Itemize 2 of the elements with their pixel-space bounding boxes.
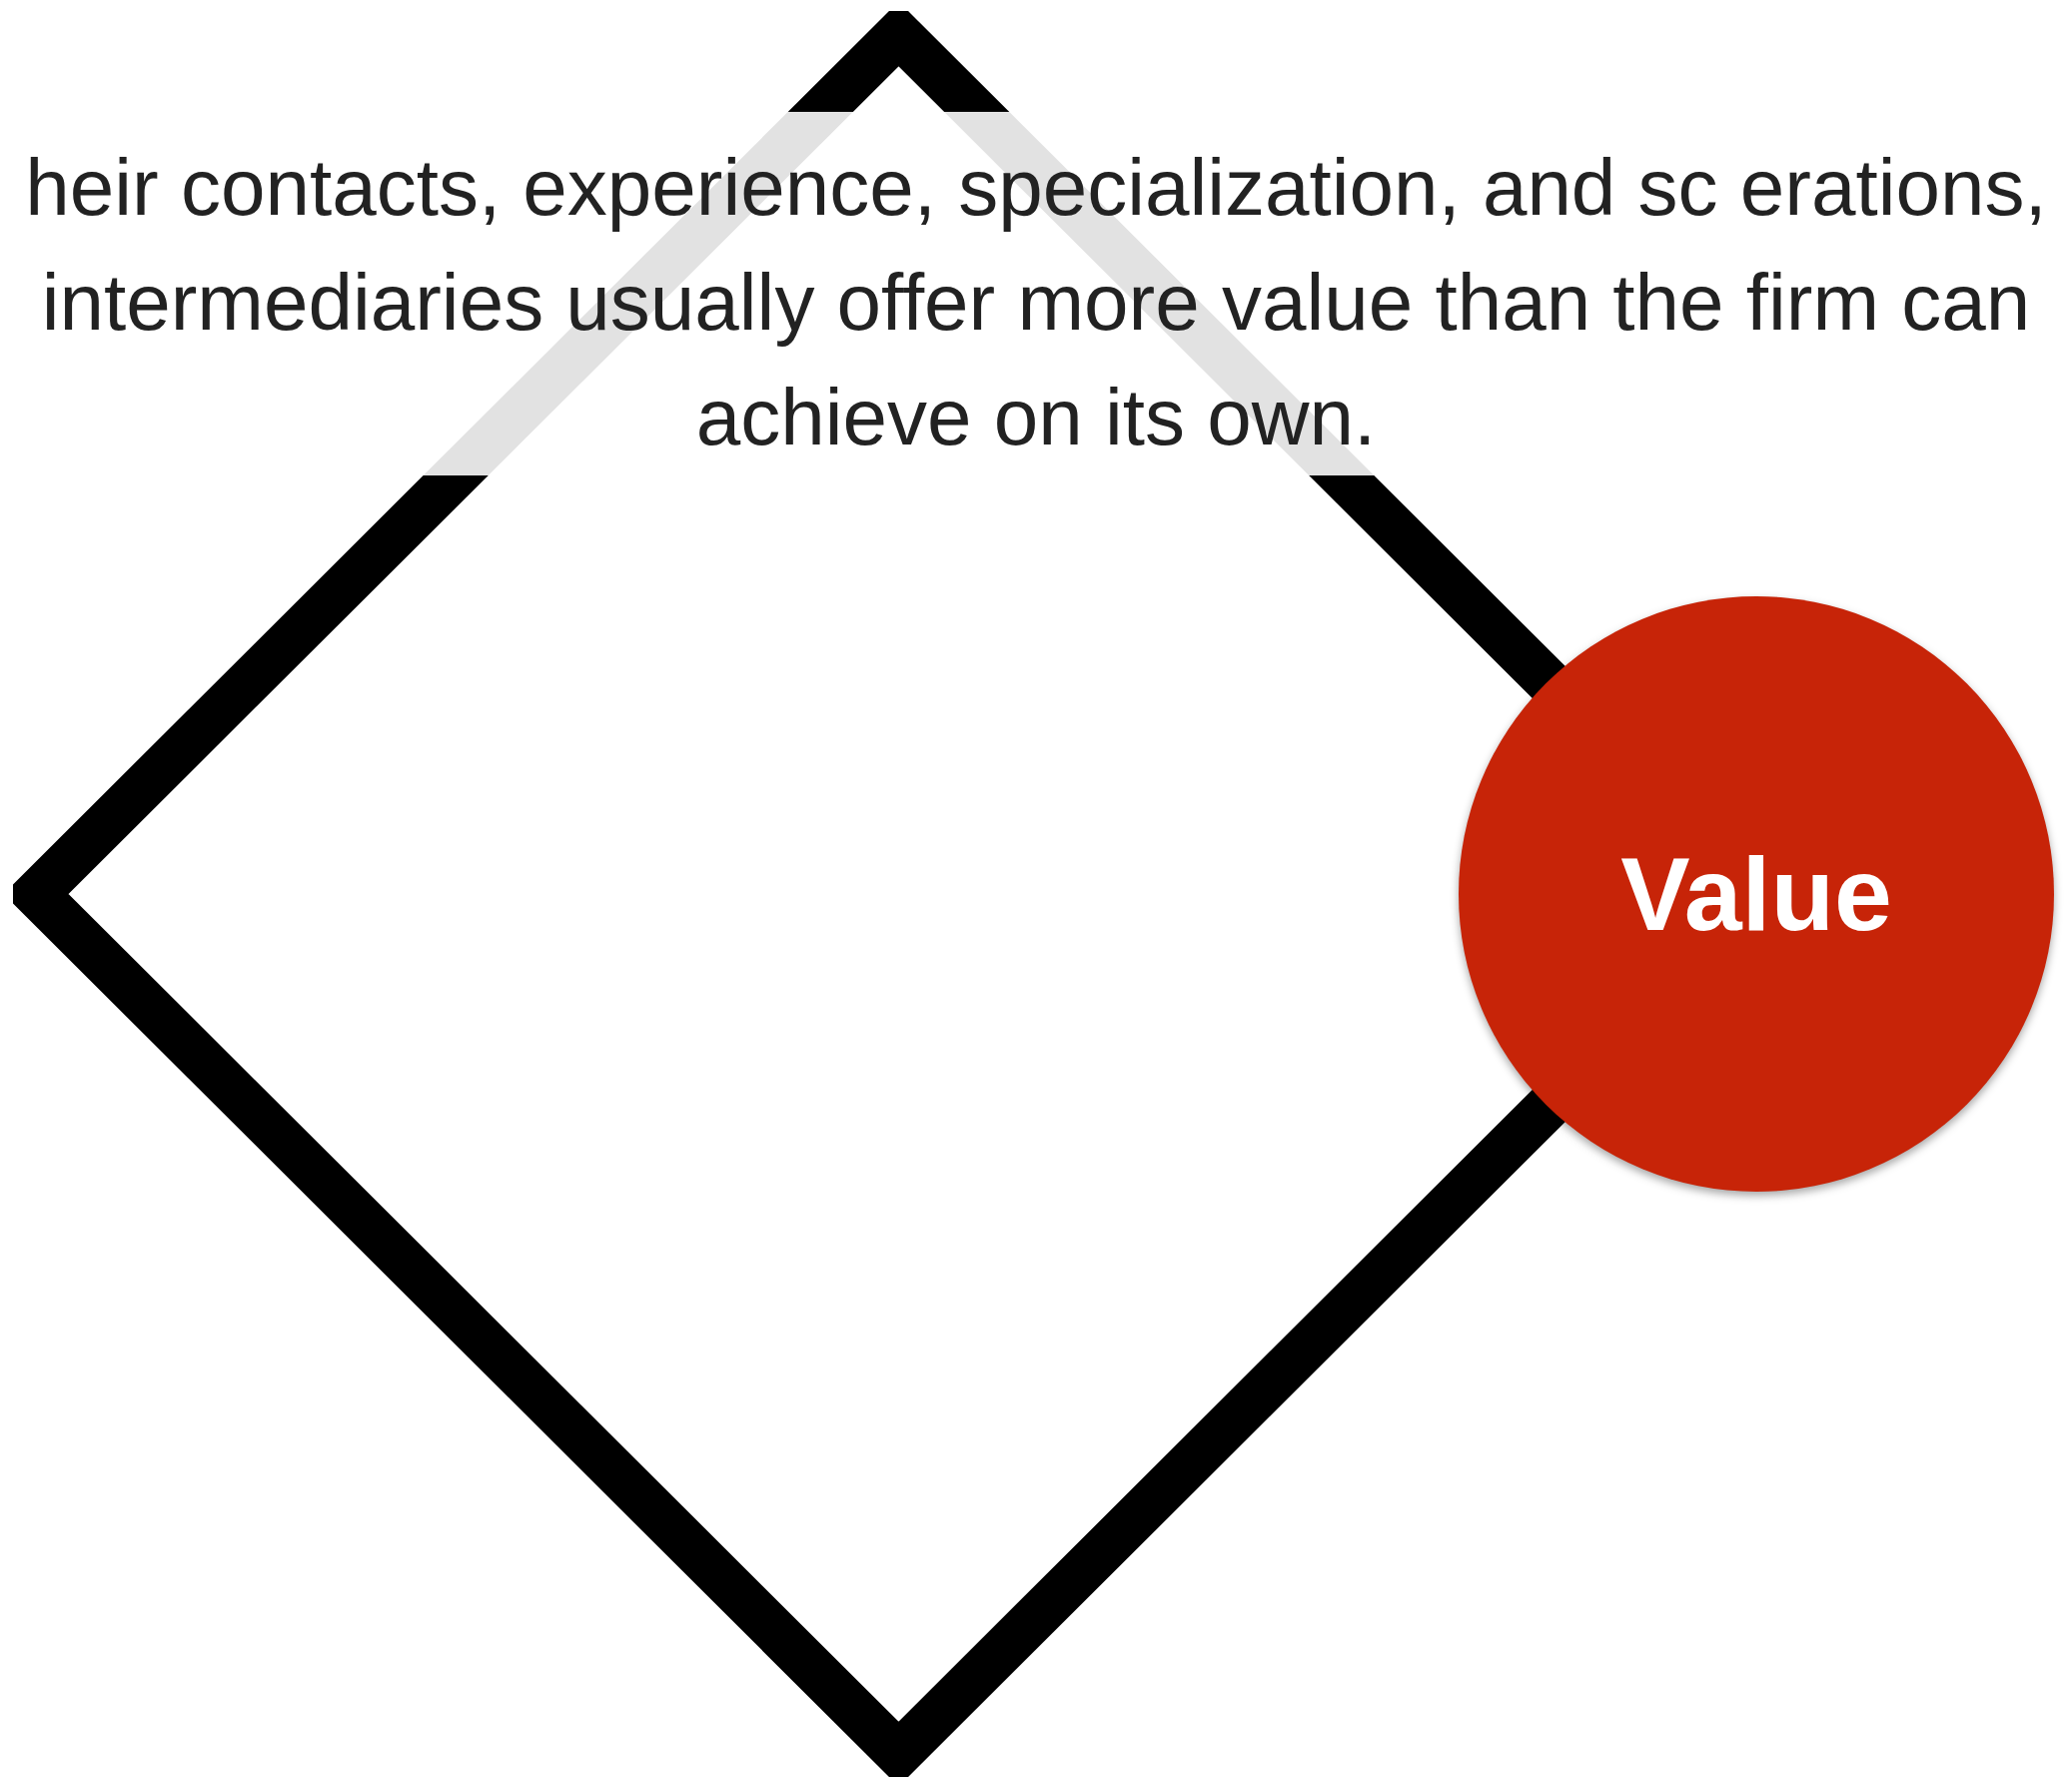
circle-label: Value bbox=[1620, 834, 1892, 954]
body-text: heir contacts, experience, specialization, and sc erations, intermediaries usually offer more value than the firm can achieve on its own. bbox=[24, 142, 2048, 463]
